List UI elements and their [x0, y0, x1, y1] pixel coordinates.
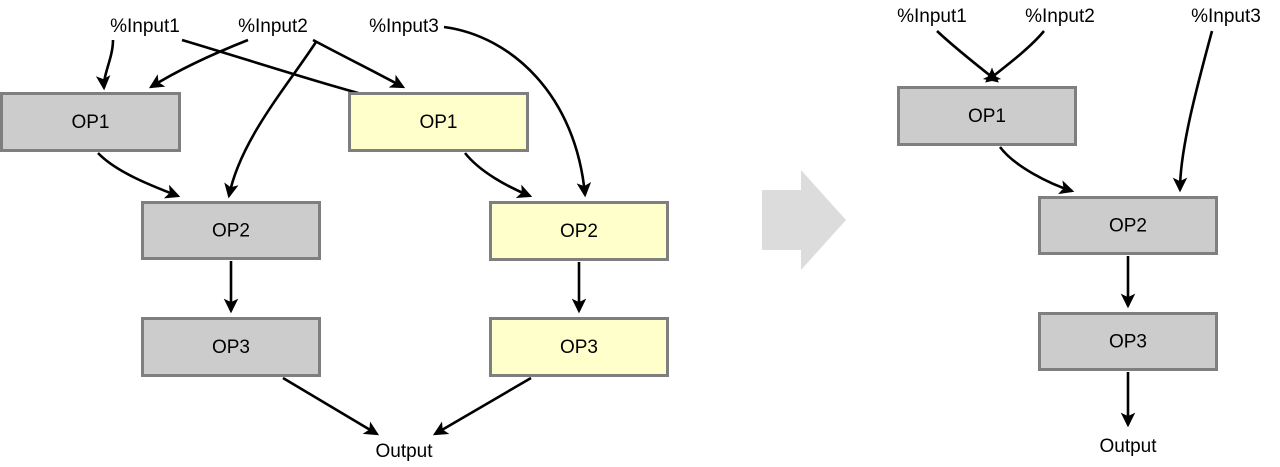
transform-arrow-icon — [762, 170, 846, 270]
edge-in2-to-g-op1 — [148, 38, 249, 89]
node-box-y-op2[interactable] — [489, 201, 669, 261]
node-box-g-op1[interactable] — [0, 92, 181, 152]
node-g-op2[interactable]: OP2 — [141, 201, 321, 260]
node-box-r-op3[interactable] — [1038, 312, 1218, 371]
node-box-y-op3[interactable] — [489, 317, 669, 377]
node-g-op3[interactable]: OP3 — [141, 317, 321, 377]
edge-in1-to-g-op1 — [95, 39, 115, 91]
node-box-r-op1[interactable] — [897, 86, 1077, 146]
node-box-y-op1[interactable] — [348, 92, 529, 152]
output-label-r-out: Output — [1099, 436, 1157, 457]
edge-in3-to-g-op2 — [224, 41, 318, 199]
edge-r-in1-to-r-op1 — [936, 30, 999, 83]
node-r-op1[interactable]: OP1 — [897, 86, 1077, 146]
edge-r-op1-to-r-op2 — [998, 146, 1075, 195]
node-y-op3[interactable]: OP3 — [489, 317, 669, 377]
input-label-r-in1: %Input1 — [897, 6, 967, 27]
node-g-op1[interactable]: OP1 — [0, 92, 181, 152]
node-label-y-op1: OP1 — [419, 112, 457, 133]
node-label-y-op2: OP2 — [560, 221, 598, 242]
left-graph-edges — [95, 25, 592, 436]
node-r-op3[interactable]: OP3 — [1038, 312, 1218, 371]
edge-r-in3-to-r-op2 — [1172, 30, 1214, 193]
node-box-g-op3[interactable] — [141, 317, 321, 377]
input-label-in2: %Input2 — [238, 16, 308, 37]
node-label-g-op3: OP3 — [212, 337, 250, 358]
edge-in3-to-y-op2 — [443, 25, 592, 198]
edge-in2-to-y-op1 — [312, 38, 406, 89]
edge-y-op1-to-y-op2 — [463, 152, 533, 199]
node-box-r-op2[interactable] — [1038, 196, 1218, 255]
input-label-r-in2: %Input2 — [1025, 6, 1095, 27]
node-label-r-op2: OP2 — [1109, 216, 1147, 237]
input-label-in1: %Input1 — [110, 16, 180, 37]
edge-g-op3-to-out — [282, 376, 380, 436]
node-label-y-op3: OP3 — [560, 337, 598, 358]
node-r-op2[interactable]: OP2 — [1038, 196, 1218, 255]
output-label-out: Output — [375, 441, 433, 462]
edge-y-op3-to-out — [432, 376, 532, 436]
input-label-in3: %Input3 — [369, 16, 439, 37]
node-box-g-op2[interactable] — [141, 201, 321, 260]
node-y-op1[interactable]: OP1 — [348, 92, 529, 152]
node-label-r-op1: OP1 — [968, 106, 1006, 127]
node-label-g-op2: OP2 — [212, 221, 250, 242]
edge-r-in2-to-r-op1 — [985, 30, 1046, 83]
right-graph-edges — [936, 30, 1214, 428]
node-label-g-op1: OP1 — [71, 112, 109, 133]
node-y-op2[interactable]: OP2 — [489, 201, 669, 261]
edge-g-op1-to-g-op2 — [97, 152, 181, 199]
input-label-r-in3: %Input3 — [1191, 6, 1261, 27]
node-label-r-op3: OP3 — [1109, 332, 1147, 353]
